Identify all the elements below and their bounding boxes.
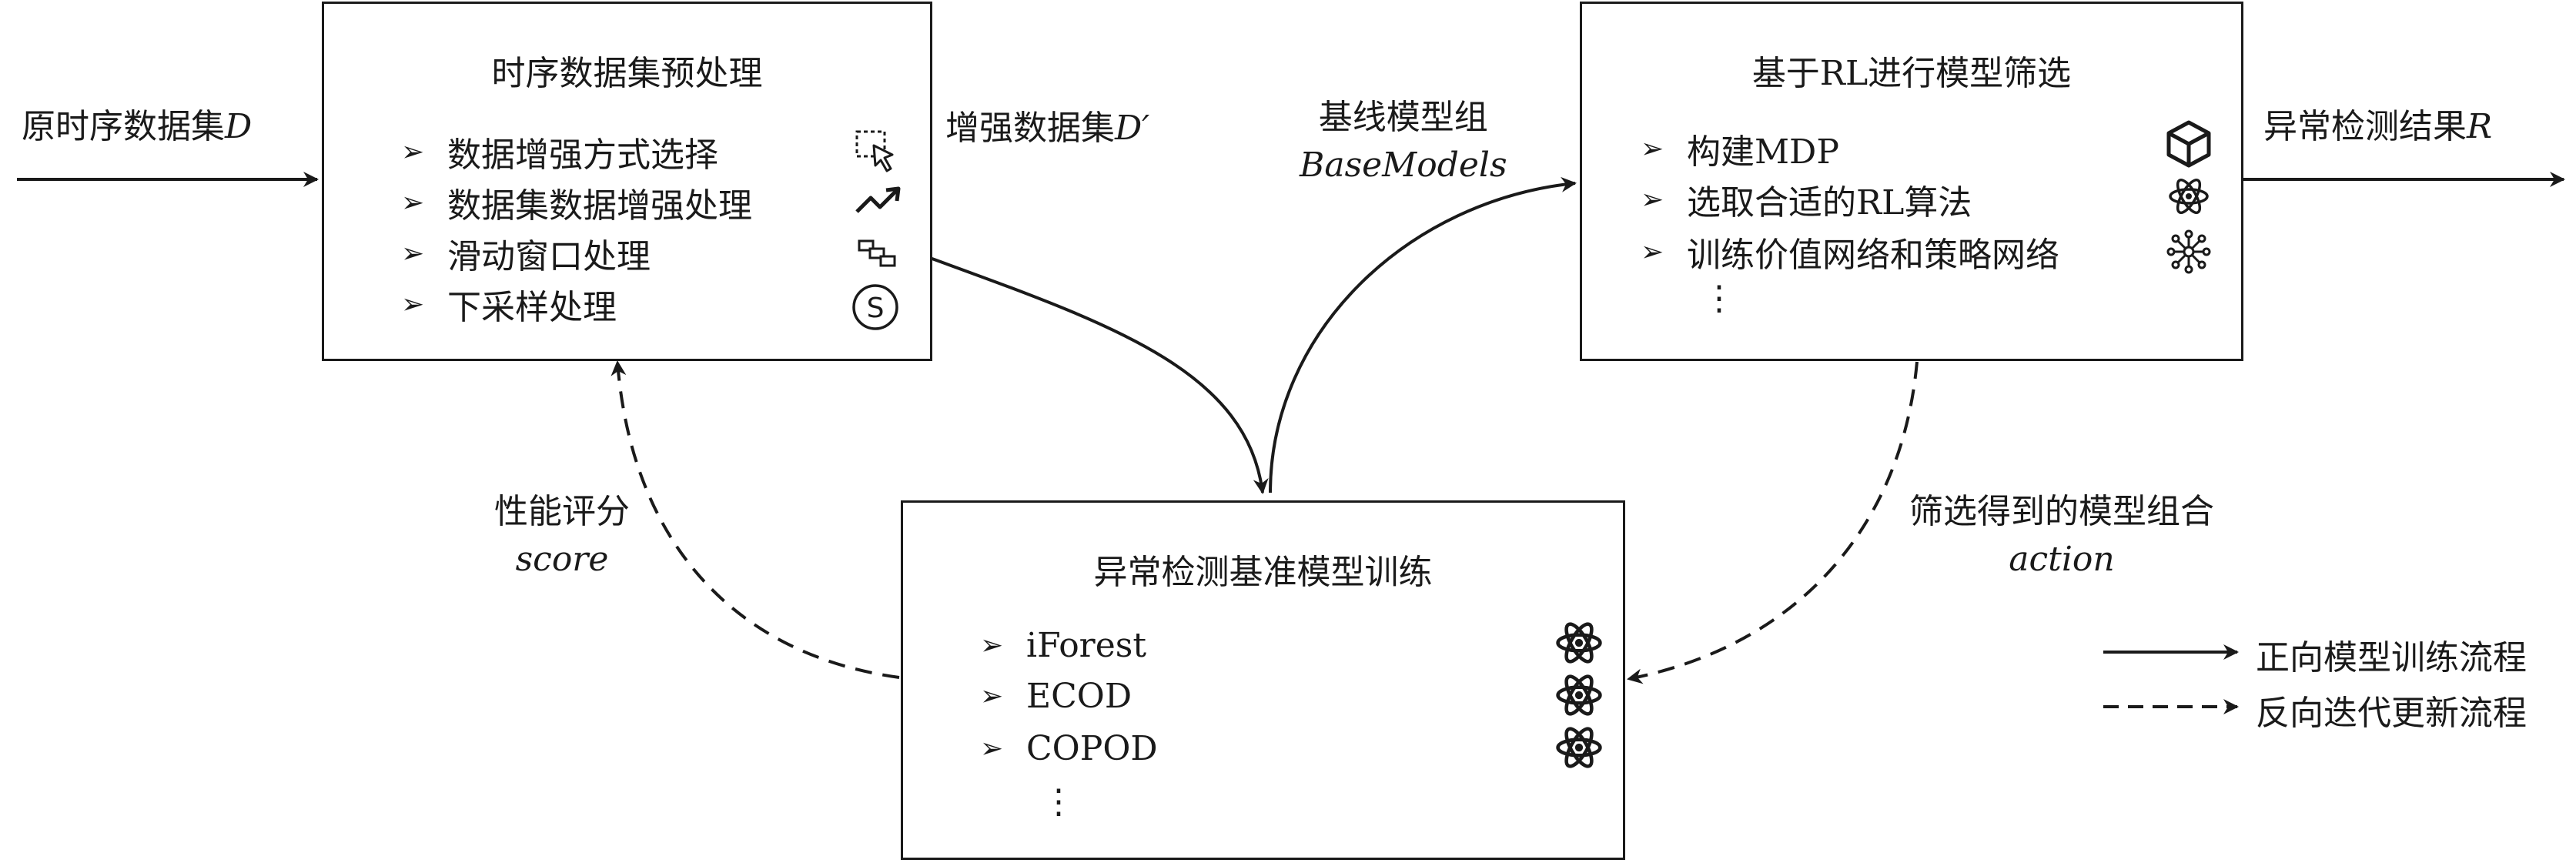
bullet-icon: ➢	[1641, 132, 1664, 165]
action-label: 筛选得到的模型组合 action	[1909, 492, 2214, 579]
list-item: ➢ 训练价值网络和策略网络	[1641, 236, 2059, 275]
bullet-icon: ➢	[401, 135, 425, 168]
circled-s-icon: S	[852, 284, 898, 330]
cube-icon	[2166, 120, 2211, 168]
more-items-dots: ⋮	[1042, 782, 1076, 821]
list-item: ➢ iForest	[980, 626, 1147, 665]
bullet-icon: ➢	[401, 288, 425, 320]
more-items-dots: ⋮	[1702, 279, 1736, 318]
atom-icon	[1556, 622, 1602, 664]
svg-text:S: S	[867, 293, 885, 324]
rl-selection-title: 基于RL进行模型筛选	[1751, 54, 2072, 93]
list-item: ➢ 数据增强方式选择	[401, 135, 718, 175]
baseline-training-title: 异常检测基准模型训练	[1093, 553, 1433, 592]
baseline-training-box: 异常检测基准模型训练 ➢ iForest ➢ ECOD ➢ COPOD ⋮	[901, 500, 1625, 860]
list-item: ➢ 下采样处理	[401, 288, 617, 327]
basemodels-arrow	[1269, 176, 1577, 493]
selection-cursor-icon	[855, 130, 894, 172]
atom-icon	[1556, 674, 1602, 716]
rl-selection-box: 基于RL进行模型筛选 ➢ 构建MDP ➢ 选取合适的RL算法 ➢ 训练价值网络和…	[1580, 2, 2243, 361]
preprocess-title: 时序数据集预处理	[491, 54, 763, 93]
window-blocks-icon	[858, 239, 896, 267]
bullet-icon: ➢	[980, 681, 1004, 712]
network-nodes-icon	[2166, 229, 2211, 274]
action-arrow	[1627, 361, 1919, 684]
legend-forward-label: 正向模型训练流程	[2256, 638, 2527, 677]
legend-backward-label: 反向迭代更新流程	[2256, 694, 2527, 733]
input-label: 原时序数据集D	[22, 107, 253, 146]
list-item: ➢ COPOD	[980, 729, 1158, 768]
bullet-icon: ➢	[401, 237, 425, 269]
trend-up-icon	[855, 186, 901, 213]
augmented-label: 增强数据集D′	[945, 109, 1150, 148]
score-arrow	[611, 360, 900, 679]
bullet-icon: ➢	[1641, 236, 1664, 268]
atom-icon	[2169, 178, 2209, 215]
preprocess-box: 时序数据集预处理 ➢ 数据增强方式选择 ➢ 数据集数据增强处理 ➢ 滑动窗口处理…	[322, 2, 932, 361]
list-item: ➢ 构建MDP	[1641, 132, 1839, 172]
bullet-icon: ➢	[1641, 183, 1664, 216]
list-item: ➢ 滑动窗口处理	[401, 237, 651, 276]
list-item: ➢ 选取合适的RL算法	[1641, 183, 1972, 222]
bullet-icon: ➢	[401, 186, 425, 219]
baseline-label: 基线模型组 BaseModels	[1300, 98, 1507, 185]
score-label: 性能评分 score	[494, 492, 630, 579]
output-label: 异常检测结果R	[2263, 107, 2493, 146]
bullet-icon: ➢	[980, 630, 1004, 661]
list-item: ➢ 数据集数据增强处理	[401, 186, 752, 226]
list-item: ➢ ECOD	[980, 677, 1132, 716]
augmented-arrow	[929, 256, 1269, 494]
atom-icon	[1556, 727, 1602, 768]
bullet-icon: ➢	[980, 733, 1004, 764]
